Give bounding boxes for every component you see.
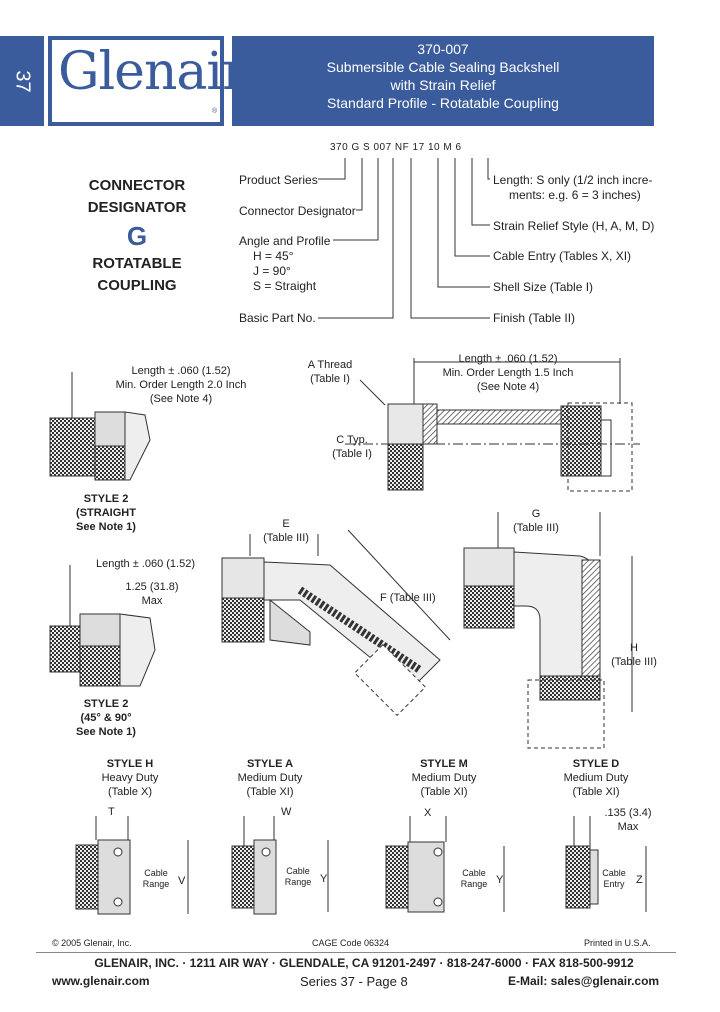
- h-dimension-label: H (Table III): [611, 642, 657, 668]
- style2-angle-drawing: [49, 565, 156, 687]
- style-d-dim: .135 (3.4)Max: [604, 807, 652, 833]
- style-d-caption: STYLE D Medium Duty (Table XI): [563, 758, 629, 798]
- e-dimension-label: E (Table III): [263, 518, 309, 544]
- website-link[interactable]: www.glenair.com: [52, 974, 150, 988]
- part-series-number: 370-007: [417, 41, 469, 57]
- copyright: © 2005 Glenair, Inc.: [52, 938, 132, 948]
- pn-label-cable-entry: Cable Entry (Tables X, XI): [493, 249, 632, 263]
- style-d-dim-z: Z: [636, 874, 643, 886]
- pn-leader-lines: [318, 158, 490, 319]
- style2-angle-length: Length ± .060 (1.52): [96, 558, 195, 570]
- style-m-dim-y: Y: [496, 874, 504, 886]
- c-typ-label: C Typ. (Table I): [332, 434, 372, 460]
- g-dimension-label: G (Table III): [513, 508, 559, 534]
- title-banner: 370-007 Submersible Cable Sealing Backsh…: [232, 36, 654, 126]
- series-page: Series 37 - Page 8: [300, 974, 408, 989]
- style-a-dim-w: W: [281, 806, 292, 818]
- pn-label-connector-designator: Connector Designator: [239, 204, 356, 218]
- pn-label-basic-part: Basic Part No.: [239, 311, 316, 325]
- part-number: 370 G S 007 NF 17 10 M 6: [330, 142, 462, 153]
- pn-label-finish: Finish (Table II): [493, 311, 576, 325]
- style2-angle-caption: STYLE 2 (45° & 90° See Note 1): [76, 698, 136, 738]
- designator-letter: G: [126, 221, 148, 251]
- connector-designator: CONNECTOR DESIGNATOR G ROTATABLE COUPLIN…: [72, 175, 202, 297]
- pn-label-angle-h: H = 45°: [253, 249, 294, 263]
- pn-label-length-2: ments: e.g. 6 = 3 inches): [509, 188, 641, 202]
- company-address: GLENAIR, INC. · 1211 AIR WAY · GLENDALE,…: [94, 956, 634, 970]
- style2-straight-length: Length ± .060 (1.52) Min. Order Length 2…: [115, 365, 247, 405]
- style-m-caption: STYLE M Medium Duty (Table XI): [411, 758, 477, 798]
- pn-label-angle-profile: Angle and Profile: [239, 234, 331, 248]
- a-thread-label: A Thread (Table I): [307, 359, 353, 385]
- pn-label-strain-relief: Strain Relief Style (H, A, M, D): [493, 219, 655, 233]
- pn-label-angle-j: J = 90°: [253, 264, 291, 278]
- email-link[interactable]: E-Mail: sales@glenair.com: [508, 974, 660, 988]
- style2-angle-dim: 1.25 (31.8) Max: [125, 581, 179, 607]
- page-tab: 37: [0, 36, 44, 126]
- angle-45-drawing: [221, 529, 451, 717]
- style-a-dim-y: Y: [320, 873, 328, 885]
- f-dimension-label: F (Table III): [380, 592, 436, 604]
- style-a-drawing: [231, 816, 329, 915]
- angle-90-drawing: [463, 512, 633, 749]
- product-subtitle-2: Standard Profile - Rotatable Coupling: [327, 95, 559, 111]
- main-straight-drawing: [345, 358, 640, 492]
- logo-background: [52, 40, 220, 122]
- style-m-dim-x: X: [424, 807, 432, 819]
- printed-in: Printed in U.S.A.: [584, 938, 651, 948]
- pn-label-angle-s: S = Straight: [253, 279, 317, 293]
- footer-divider: [36, 952, 676, 953]
- pn-label-product-series: Product Series: [239, 173, 318, 187]
- style-m-drawing: [385, 816, 505, 913]
- style-d-drawing: [565, 816, 647, 912]
- product-subtitle-1: with Strain Relief: [390, 77, 496, 93]
- style-h-caption: STYLE H Heavy Duty (Table X): [101, 758, 159, 798]
- pn-label-shell-size: Shell Size (Table I): [493, 280, 594, 294]
- logo: Glenair: [58, 42, 247, 102]
- pn-label-length-1: Length: S only (1/2 inch incre-: [493, 173, 653, 187]
- style-h-dim-v: V: [178, 875, 186, 887]
- style-a-caption: STYLE A Medium Duty (Table XI): [237, 758, 303, 798]
- style2-straight-caption: STYLE 2 (STRAIGHT See Note 1): [76, 493, 136, 533]
- style-h-drawing: [75, 816, 189, 915]
- style-h-dim-t: T: [108, 806, 115, 818]
- product-title: Submersible Cable Sealing Backshell: [326, 59, 560, 75]
- cage-code: CAGE Code 06324: [312, 938, 390, 948]
- style2-straight-drawing: [49, 372, 151, 481]
- registered-mark: ®: [212, 108, 218, 115]
